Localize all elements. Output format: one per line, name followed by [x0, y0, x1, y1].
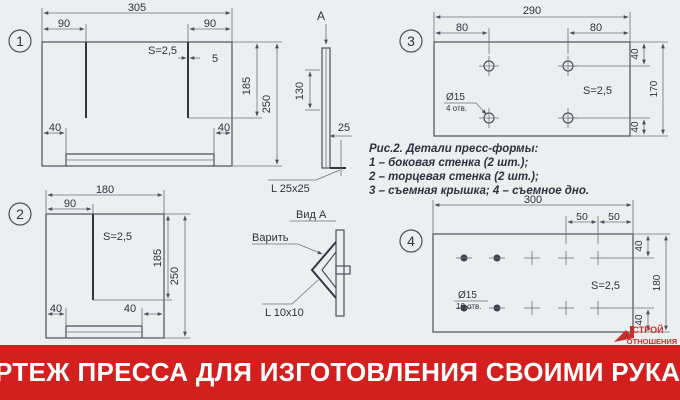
part-1-dim-angle: 25	[338, 122, 350, 134]
caption-line-2: 2 – торцевая стенка (2 шт.);	[368, 171, 539, 183]
logo-line-1: СТРОЙ	[632, 324, 663, 335]
part-3-dim-height: 170	[649, 80, 660, 97]
view-a-weld-label: Варить	[252, 232, 289, 244]
banner-title: ЧЕРТЕЖ ПРЕССА ДЛЯ ИЗГОТОВЛЕНИЯ СВОИМИ РУ…	[0, 357, 680, 387]
part-1-dim-right: 90	[204, 18, 216, 30]
part-3-thickness: S=2,5	[583, 85, 612, 97]
part-4-dim-pitch-2: 50	[608, 211, 620, 223]
part-1-dim-slot-height: 185	[241, 77, 253, 95]
part-2-dim-height: 250	[169, 267, 181, 285]
part-4-dim-bottom: 40	[634, 314, 645, 326]
part-1-dim-left: 90	[58, 18, 70, 30]
part-1-number: 1	[16, 33, 24, 49]
view-a-angle-profile	[310, 241, 337, 299]
part-2-dim-bottom-right: 40	[124, 303, 136, 315]
view-a-title: Вид А	[296, 209, 327, 221]
part-3-dim-width: 290	[523, 5, 541, 17]
part-2-dim-width: 180	[96, 184, 114, 196]
part-4-bottom: 4 300 50 50 S=2,5 Ø15 10 отв.	[399, 194, 670, 333]
part-3-outline	[433, 41, 631, 137]
part-1-outline	[41, 41, 233, 167]
part-4-dim-top: 40	[634, 240, 645, 252]
part-4-thickness: S=2,5	[591, 280, 620, 292]
part-4-outline	[432, 233, 634, 333]
part-2-number-circle	[8, 202, 32, 226]
part-3-lid: 3 290 80 80 S=2,5 Ø15 4 отв. 40 170	[399, 5, 668, 137]
part-3-number-circle	[399, 29, 423, 53]
part-4-dim-height: 180	[652, 274, 663, 291]
part-3-holes	[479, 56, 578, 128]
part-2-dim-bottom-left: 40	[50, 303, 62, 315]
part-3-dim-right: 80	[590, 22, 602, 34]
part-1-dim-slot: 5	[212, 53, 218, 65]
part-1-side-wall: 1 305 90 90 S=2,5 5 185 250 40	[8, 2, 352, 195]
site-logo: СТРОЙ ОТНОШЕНИЯ	[614, 324, 677, 346]
part-2-number: 2	[16, 206, 24, 222]
part-1-number-circle	[8, 29, 32, 53]
house-icon	[614, 326, 634, 342]
part-2-outline	[45, 213, 165, 339]
part-1-dim-height: 250	[261, 95, 273, 113]
part-4-number: 4	[407, 233, 415, 249]
caption-line-3: 3 – съемная крышка; 4 – съемное дно.	[369, 185, 589, 197]
part-1-view-label: A	[317, 9, 325, 23]
part-4-hole-count: 10 отв.	[456, 302, 482, 311]
part-1-dim-width: 305	[128, 2, 146, 14]
part-3-dim-bottom: 40	[630, 121, 641, 133]
part-1-profile-label: L 25x25	[271, 183, 310, 195]
part-2-dim-left: 90	[64, 198, 76, 210]
part-1-dim-bottom-left: 40	[49, 122, 61, 134]
part-3-dim-top: 40	[630, 48, 641, 60]
part-3-hole-count: 4 отв.	[446, 104, 467, 113]
part-4-number-circle	[399, 229, 423, 253]
part-1-dim-bottom-right: 40	[218, 122, 230, 134]
title-banner: ЧЕРТЕЖ ПРЕССА ДЛЯ ИЗГОТОВЛЕНИЯ СВОИМИ РУ…	[0, 345, 680, 400]
view-a-detail: Вид А Варить L 10x10	[252, 209, 351, 319]
part-1-dim-profile: 130	[294, 82, 306, 100]
part-4-dim-pitch-1: 50	[576, 211, 588, 223]
part-4-dim-width: 300	[524, 194, 542, 206]
logo-line-2: ОТНОШЕНИЯ	[627, 337, 677, 346]
part-2-end-wall: 2 180 90 S=2,5 185 250 40 40	[8, 184, 190, 339]
part-2-dim-slot-height: 185	[152, 249, 164, 267]
part-1-thickness: S=2,5	[148, 45, 177, 57]
caption-title: Рис.2. Детали пресс-формы:	[369, 143, 539, 155]
technical-drawing: 1 305 90 90 S=2,5 5 185 250 40	[8, 2, 670, 339]
view-a-profile-label: L 10x10	[265, 307, 304, 319]
view-a-plate	[335, 229, 345, 317]
part-3-hole-diameter: Ø15	[446, 92, 465, 103]
part-3-number: 3	[407, 33, 415, 49]
caption-line-1: 1 – боковая стенка (2 шт.);	[369, 157, 528, 169]
part-2-thickness: S=2,5	[103, 231, 132, 243]
part-4-holes	[456, 251, 606, 315]
figure-caption: Рис.2. Детали пресс-формы: 1 – боковая с…	[368, 143, 589, 197]
part-3-dim-left: 80	[456, 22, 468, 34]
part-4-hole-diameter: Ø15	[458, 290, 477, 301]
